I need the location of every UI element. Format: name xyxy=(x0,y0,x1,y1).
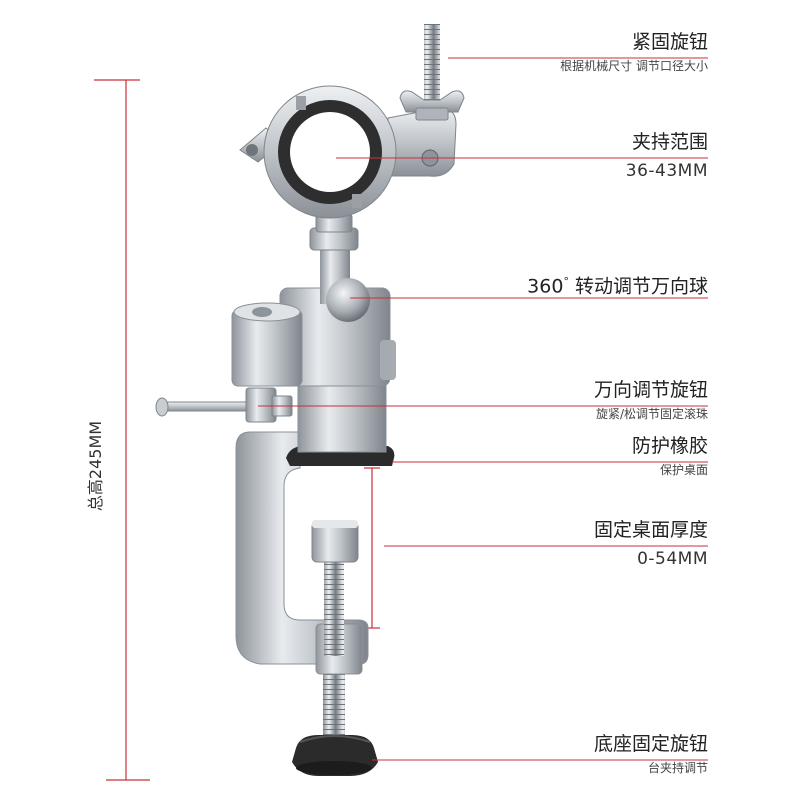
pipe-clamp xyxy=(239,85,457,219)
label-tightening-knob: 紧固旋钮 根据机械尺寸 调节口径大小 xyxy=(560,30,708,74)
label-ball-degree-num: 360 xyxy=(527,275,564,298)
label-universal-knob: 万向调节旋钮 旋紧/松调节固定滚珠 xyxy=(594,378,708,422)
label-clamp-range-title: 夹持范围 xyxy=(631,131,708,153)
label-base-knob: 底座固定旋钮 台夹持调节 xyxy=(594,732,708,776)
label-ball-title: 转动调节万向球 xyxy=(574,275,708,298)
main-housing xyxy=(231,287,396,453)
label-thickness-title: 固定桌面厚度 xyxy=(593,519,708,541)
label-thickness: 固定桌面厚度 0-54MM xyxy=(594,518,708,570)
tightening-knob xyxy=(399,24,465,121)
universal-adjust-lever xyxy=(155,387,293,423)
label-tightening-knob-title: 紧固旋钮 xyxy=(631,31,708,53)
total-height-label: 总高245MM xyxy=(86,420,105,512)
label-rubber-title: 防护橡胶 xyxy=(631,435,708,457)
base-knob xyxy=(292,655,378,776)
label-base-knob-desc: 台夹持调节 xyxy=(647,761,708,775)
label-tightening-knob-desc: 根据机械尺寸 调节口径大小 xyxy=(560,59,708,73)
label-universal-knob-title: 万向调节旋钮 xyxy=(593,379,708,401)
label-thickness-value: 0-54MM xyxy=(637,549,708,569)
label-clamp-range: 夹持范围 36-43MM xyxy=(626,130,708,182)
label-clamp-range-value: 36-43MM xyxy=(625,161,708,181)
label-rubber: 防护橡胶 保护桌面 xyxy=(632,434,708,478)
label-base-knob-title: 底座固定旋钮 xyxy=(593,733,708,755)
clamp-screw xyxy=(311,520,359,656)
ball-joint xyxy=(309,213,370,322)
label-universal-knob-desc: 旋紧/松调节固定滚珠 xyxy=(595,407,708,421)
label-rubber-desc: 保护桌面 xyxy=(659,463,708,477)
label-ball-degree-sign: ° xyxy=(563,275,569,288)
label-ball-joint: 360° 转动调节万向球 xyxy=(527,270,708,298)
